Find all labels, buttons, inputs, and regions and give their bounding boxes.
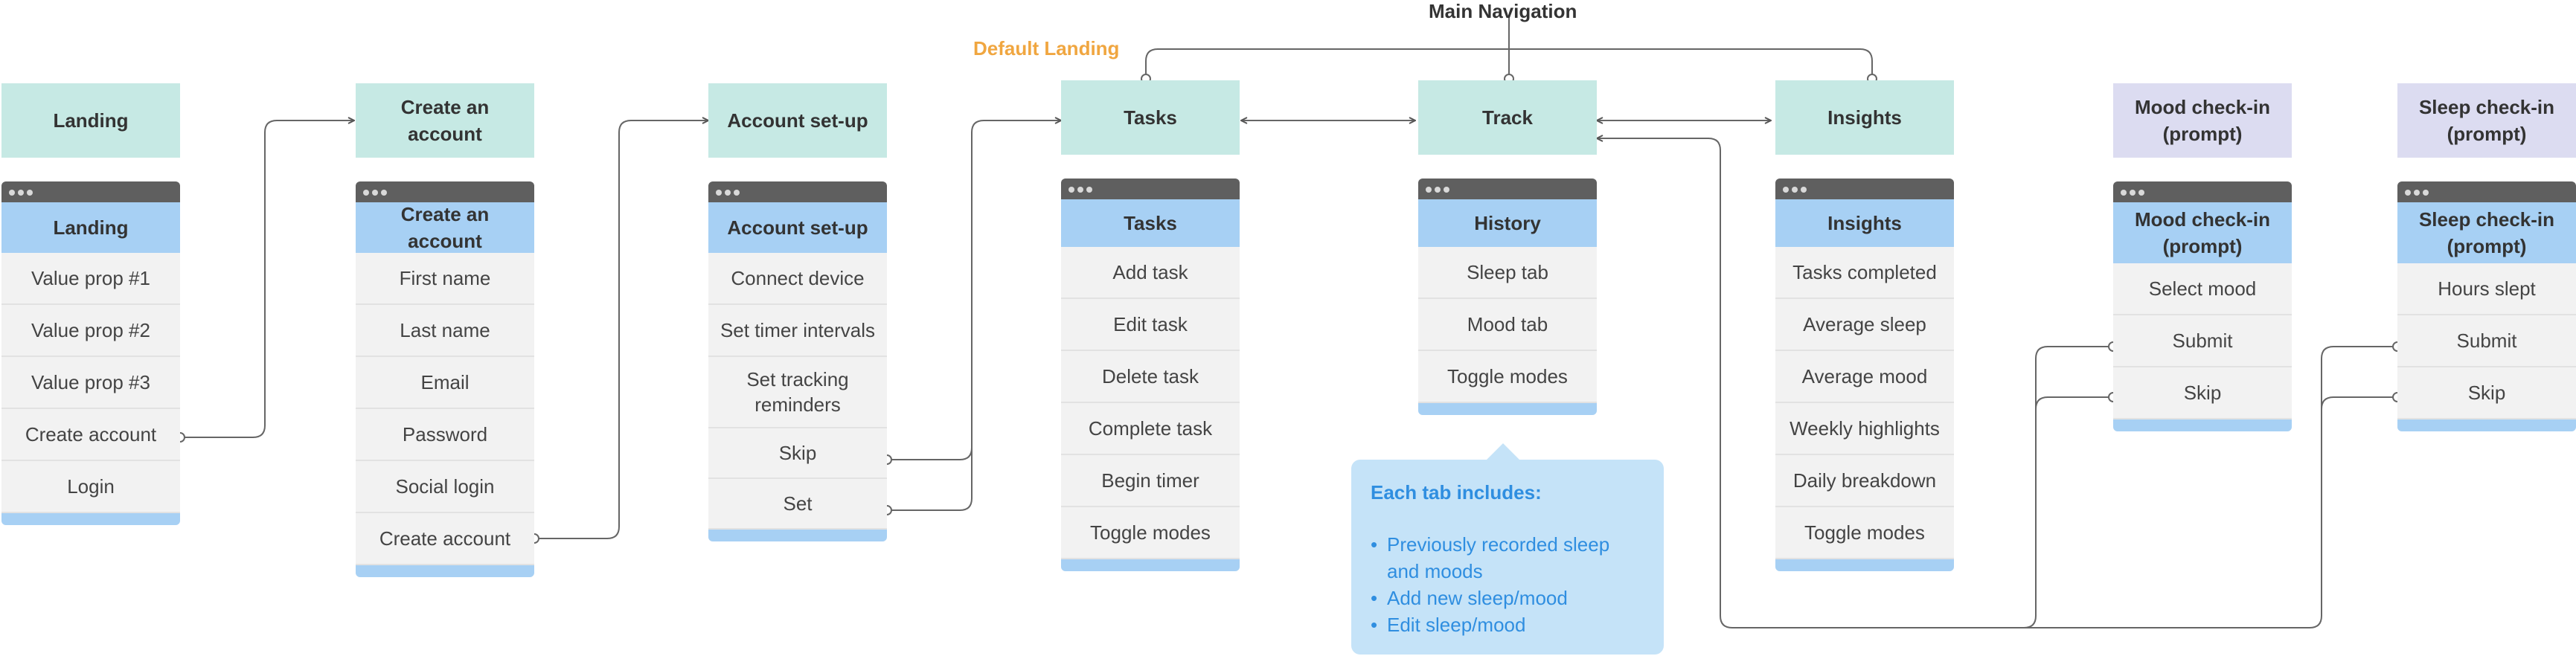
screen-title: Tasks (1061, 199, 1240, 247)
screen-footer (356, 565, 534, 577)
screen-mood-checkin: Mood check-in (prompt) Select mood Submi… (2113, 181, 2292, 431)
default-landing-label: Default Landing (973, 37, 1120, 60)
connector-skip-to-tasks (887, 120, 1061, 460)
begin-timer-item[interactable]: Begin timer (1061, 455, 1240, 507)
edit-task-item[interactable]: Edit task (1061, 299, 1240, 351)
window-bar (708, 181, 887, 202)
connector-landing-to-create-account (180, 120, 354, 438)
tile-insights[interactable]: Insights (1775, 80, 1954, 155)
connect-device-item[interactable]: Connect device (708, 253, 887, 305)
password-field[interactable]: Password (356, 409, 534, 461)
create-account-button[interactable]: Create account (356, 513, 534, 565)
last-name-field[interactable]: Last name (356, 305, 534, 357)
tile-landing[interactable]: Landing (1, 83, 180, 158)
window-bar (1418, 179, 1597, 199)
skip-button[interactable]: Skip (2397, 367, 2576, 419)
skip-button[interactable]: Skip (708, 428, 887, 479)
screen-title: Account set-up (708, 202, 887, 253)
callout-item: Add new sleep/mood (1371, 585, 1644, 611)
social-login-button[interactable]: Social login (356, 461, 534, 513)
screen-title: Insights (1775, 199, 1954, 247)
daily-breakdown-item[interactable]: Daily breakdown (1775, 455, 1954, 507)
mood-tab[interactable]: Mood tab (1418, 299, 1597, 351)
list-item[interactable]: Value prop #2 (1, 305, 180, 357)
screen-title: Mood check-in (prompt) (2113, 202, 2292, 263)
screen-footer (1061, 559, 1240, 571)
select-mood-item[interactable]: Select mood (2113, 263, 2292, 315)
set-button[interactable]: Set (708, 479, 887, 530)
tile-tasks[interactable]: Tasks (1061, 80, 1240, 155)
screen-footer (708, 530, 887, 541)
screen-title: Landing (1, 202, 180, 253)
screen-footer (2113, 419, 2292, 431)
main-navigation-label: Main Navigation (1429, 0, 1577, 22)
submit-button[interactable]: Submit (2113, 315, 2292, 367)
screen-title: History (1418, 199, 1597, 247)
connector-sleep-skip (2321, 396, 2397, 431)
sleep-tab[interactable]: Sleep tab (1418, 247, 1597, 299)
tile-track[interactable]: Track (1418, 80, 1597, 155)
screen-create-account: Create an account First name Last name E… (356, 181, 534, 577)
callout-item: Edit sleep/mood (1371, 611, 1644, 638)
average-mood-item[interactable]: Average mood (1775, 351, 1954, 403)
tasks-completed-item[interactable]: Tasks completed (1775, 247, 1954, 299)
screen-footer (1, 513, 180, 525)
window-bar (1, 181, 180, 202)
skip-button[interactable]: Skip (2113, 367, 2292, 419)
window-bar (1061, 179, 1240, 199)
set-tracking-reminders-item[interactable]: Set tracking reminders (708, 357, 887, 428)
screen-footer (1418, 403, 1597, 415)
screen-history: History Sleep tab Mood tab Toggle modes (1418, 179, 1597, 415)
connector-set-to-tasks (887, 149, 973, 511)
toggle-modes-item[interactable]: Toggle modes (1775, 507, 1954, 559)
tile-create-account[interactable]: Create an account (356, 83, 534, 158)
weekly-highlights-item[interactable]: Weekly highlights (1775, 403, 1954, 455)
list-item[interactable]: Value prop #3 (1, 357, 180, 409)
tile-mood-checkin[interactable]: Mood check-in (prompt) (2113, 83, 2292, 158)
screen-landing: Landing Value prop #1 Value prop #2 Valu… (1, 181, 180, 525)
connector-mood-submit (2009, 346, 2113, 628)
first-name-field[interactable]: First name (356, 253, 534, 305)
screen-account-setup: Account set-up Connect device Set timer … (708, 181, 887, 541)
email-field[interactable]: Email (356, 357, 534, 409)
screen-title: Create an account (356, 202, 534, 253)
toggle-modes-item[interactable]: Toggle modes (1061, 507, 1240, 559)
set-timer-intervals-item[interactable]: Set timer intervals (708, 305, 887, 357)
window-bar (2113, 181, 2292, 202)
screen-insights: Insights Tasks completed Average sleep A… (1775, 179, 1954, 571)
screen-sleep-checkin: Sleep check-in (prompt) Hours slept Subm… (2397, 181, 2576, 431)
hours-slept-item[interactable]: Hours slept (2397, 263, 2576, 315)
tab-details-callout: Each tab includes: Previously recorded s… (1351, 443, 1664, 655)
callout-title: Each tab includes: (1371, 481, 1542, 504)
login-button[interactable]: Login (1, 461, 180, 513)
create-account-button[interactable]: Create account (1, 409, 180, 461)
connector-mood-skip (2035, 396, 2113, 431)
list-item[interactable]: Value prop #1 (1, 253, 180, 305)
window-bar (2397, 181, 2576, 202)
toggle-modes-item[interactable]: Toggle modes (1418, 351, 1597, 403)
submit-button[interactable]: Submit (2397, 315, 2576, 367)
average-sleep-item[interactable]: Average sleep (1775, 299, 1954, 351)
callout-item: Previously recorded sleep and moods (1371, 531, 1644, 585)
callout-pointer (1485, 443, 1521, 461)
complete-task-item[interactable]: Complete task (1061, 403, 1240, 455)
tile-sleep-checkin[interactable]: Sleep check-in (prompt) (2397, 83, 2576, 158)
tile-account-setup[interactable]: Account set-up (708, 83, 887, 158)
screen-footer (1775, 559, 1954, 571)
add-task-item[interactable]: Add task (1061, 247, 1240, 299)
screen-footer (2397, 419, 2576, 431)
connector-create-to-setup (534, 120, 708, 539)
window-bar (356, 181, 534, 202)
delete-task-item[interactable]: Delete task (1061, 351, 1240, 403)
screen-title: Sleep check-in (prompt) (2397, 202, 2576, 263)
screen-tasks: Tasks Add task Edit task Delete task Com… (1061, 179, 1240, 571)
window-bar (1775, 179, 1954, 199)
